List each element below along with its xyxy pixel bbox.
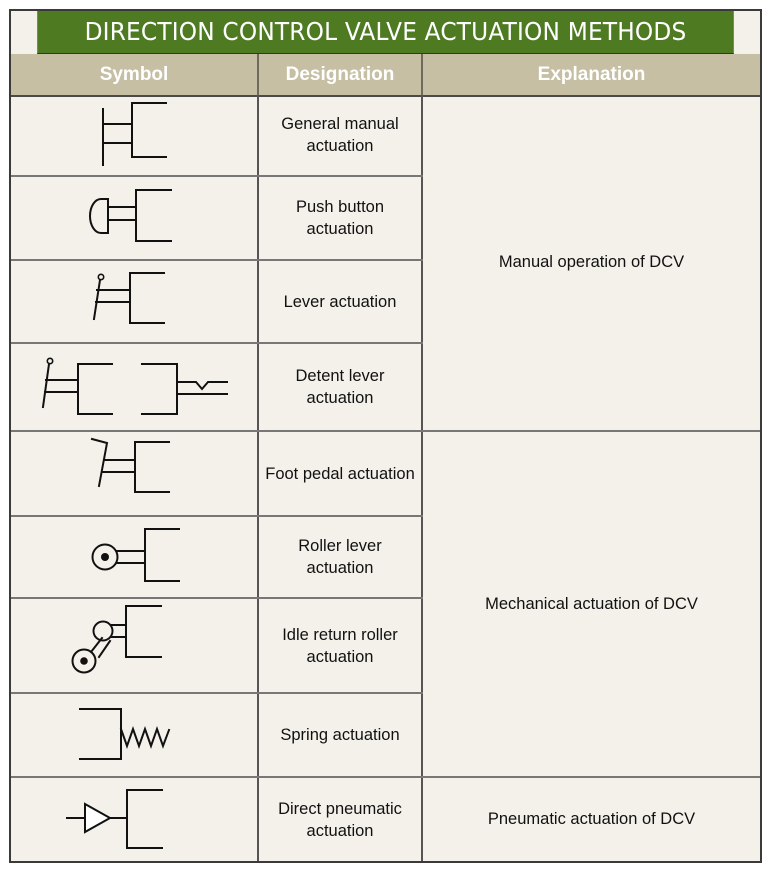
header-explanation: Explanation: [537, 64, 646, 85]
explanation-text: Mechanical actuation of DCV: [485, 594, 698, 613]
designation-cell: Detent lever actuation: [259, 344, 423, 430]
designation-text: Detent lever actuation: [295, 367, 385, 407]
designation-cell: Idle return roller actuation: [259, 599, 423, 692]
table-row: Idle return roller actuation: [11, 599, 423, 694]
designation-cell: General manual actuation: [259, 95, 423, 175]
table-row: Direct pneumatic actuation: [11, 778, 423, 861]
symbol-cell: [11, 261, 259, 342]
symbol-cell: [11, 95, 259, 175]
detent-lever-actuation-icon: [41, 357, 228, 415]
symbol-cell: [11, 432, 259, 515]
general-manual-actuation-icon: [102, 102, 167, 166]
foot-pedal-actuation-icon: [90, 437, 170, 493]
designation-text: Roller lever actuation: [298, 537, 382, 577]
designation-cell: Roller lever actuation: [259, 517, 423, 597]
explanation-text: Pneumatic actuation of DCV: [487, 810, 696, 828]
table-row: Push button actuation: [11, 177, 423, 261]
designation-text: General manual actuation: [281, 115, 399, 155]
explanation-cell-mechanical: Mechanical actuation of DCV: [423, 432, 760, 778]
symbol-cell: [11, 517, 259, 597]
designation-cell: Foot pedal actuation: [259, 432, 423, 515]
header-designation: Designation: [259, 54, 423, 95]
table-row: Roller lever actuation: [11, 517, 423, 599]
table-title: DIRECTION CONTROL VALVE ACTUATION METHOD…: [37, 11, 734, 55]
explanation-text: Manual operation of DCV: [498, 253, 685, 271]
table-header-row: Symbol Designation Explanation: [11, 54, 760, 97]
symbol-cell: [11, 599, 259, 692]
symbol-cell: [11, 344, 259, 430]
designation-cell: Push button actuation: [259, 177, 423, 259]
designation-text: Foot pedal actuation: [265, 464, 415, 483]
designation-cell: Lever actuation: [259, 261, 423, 342]
designation-text: Idle return roller actuation: [282, 625, 398, 666]
designation-cell: Direct pneumatic actuation: [259, 778, 423, 861]
symbol-cell: [11, 177, 259, 259]
idle-return-roller-actuation-icon: [71, 605, 162, 674]
symbol-cell: [11, 694, 259, 776]
symbol-cell: [11, 778, 259, 861]
table-row: General manual actuation: [11, 95, 423, 177]
table-row: Foot pedal actuation: [11, 432, 423, 517]
table-row: Spring actuation: [11, 694, 423, 778]
designation-cell: Spring actuation: [259, 694, 423, 776]
explanation-cell-manual: Manual operation of DCV: [423, 95, 760, 432]
actuation-methods-table: DIRECTION CONTROL VALVE ACTUATION METHOD…: [9, 9, 762, 863]
explanation-cell-pneumatic: Pneumatic actuation of DCV: [423, 778, 760, 861]
roller-lever-actuation-icon: [91, 528, 180, 582]
table-row: Detent lever actuation: [11, 344, 423, 432]
designation-text: Direct pneumatic actuation: [278, 799, 402, 840]
push-button-actuation-icon: [89, 189, 172, 242]
designation-text: Spring actuation: [280, 726, 400, 744]
header-symbol: Symbol: [11, 54, 259, 95]
direct-pneumatic-actuation-icon: [66, 789, 163, 849]
table-row: Lever actuation: [11, 261, 423, 344]
lever-actuation-icon: [92, 272, 165, 324]
designation-text: Lever actuation: [283, 292, 397, 311]
table-title-text: DIRECTION CONTROL VALVE ACTUATION METHOD…: [84, 17, 687, 46]
designation-text: Push button actuation: [295, 198, 385, 238]
spring-actuation-icon: [79, 708, 171, 760]
